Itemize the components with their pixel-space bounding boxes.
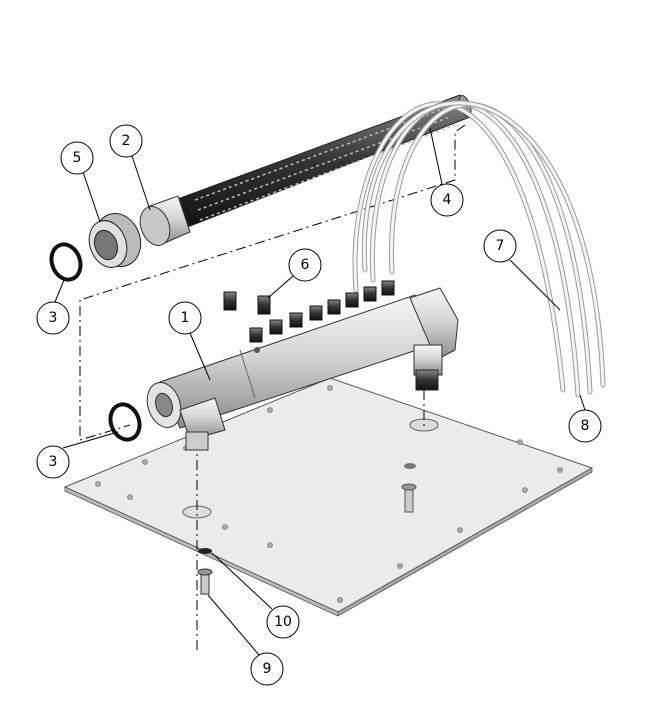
balloon-3-lower: 3 (36, 445, 70, 479)
svg-text:9: 9 (263, 661, 272, 677)
balloon-7: 7 (483, 229, 517, 263)
balloon-3-upper: 3 (36, 301, 70, 335)
balloon-6: 6 (288, 248, 322, 282)
svg-text:6: 6 (301, 257, 310, 273)
fittings (249, 280, 395, 343)
o-ring-upper (49, 242, 83, 282)
end-cap (139, 195, 191, 246)
svg-text:10: 10 (274, 614, 292, 630)
svg-text:4: 4 (443, 192, 452, 208)
svg-text:5: 5 (73, 150, 82, 166)
screw-and-washer (197, 548, 213, 595)
union-nut (88, 213, 142, 268)
strainer-tube (174, 94, 472, 229)
balloon-5: 5 (60, 141, 94, 175)
svg-text:3: 3 (49, 310, 58, 326)
balloon-1: 1 (168, 301, 202, 335)
balloon-4: 4 (430, 183, 464, 217)
leader-lines (54, 127, 586, 656)
balloon-8: 8 (568, 409, 602, 443)
svg-text:3: 3 (49, 454, 58, 470)
svg-text:2: 2 (122, 133, 131, 149)
balloon-2: 2 (109, 124, 143, 158)
loose-fittings (223, 291, 271, 315)
svg-text:1: 1 (181, 310, 190, 326)
o-ring-lower (108, 402, 142, 442)
svg-text:8: 8 (581, 418, 590, 434)
balloon-10: 10 (266, 605, 300, 639)
hoses (352, 100, 606, 398)
base-plate (63, 377, 594, 617)
manifold-body (146, 287, 459, 451)
svg-text:7: 7 (496, 238, 505, 254)
balloon-9: 9 (250, 652, 284, 686)
